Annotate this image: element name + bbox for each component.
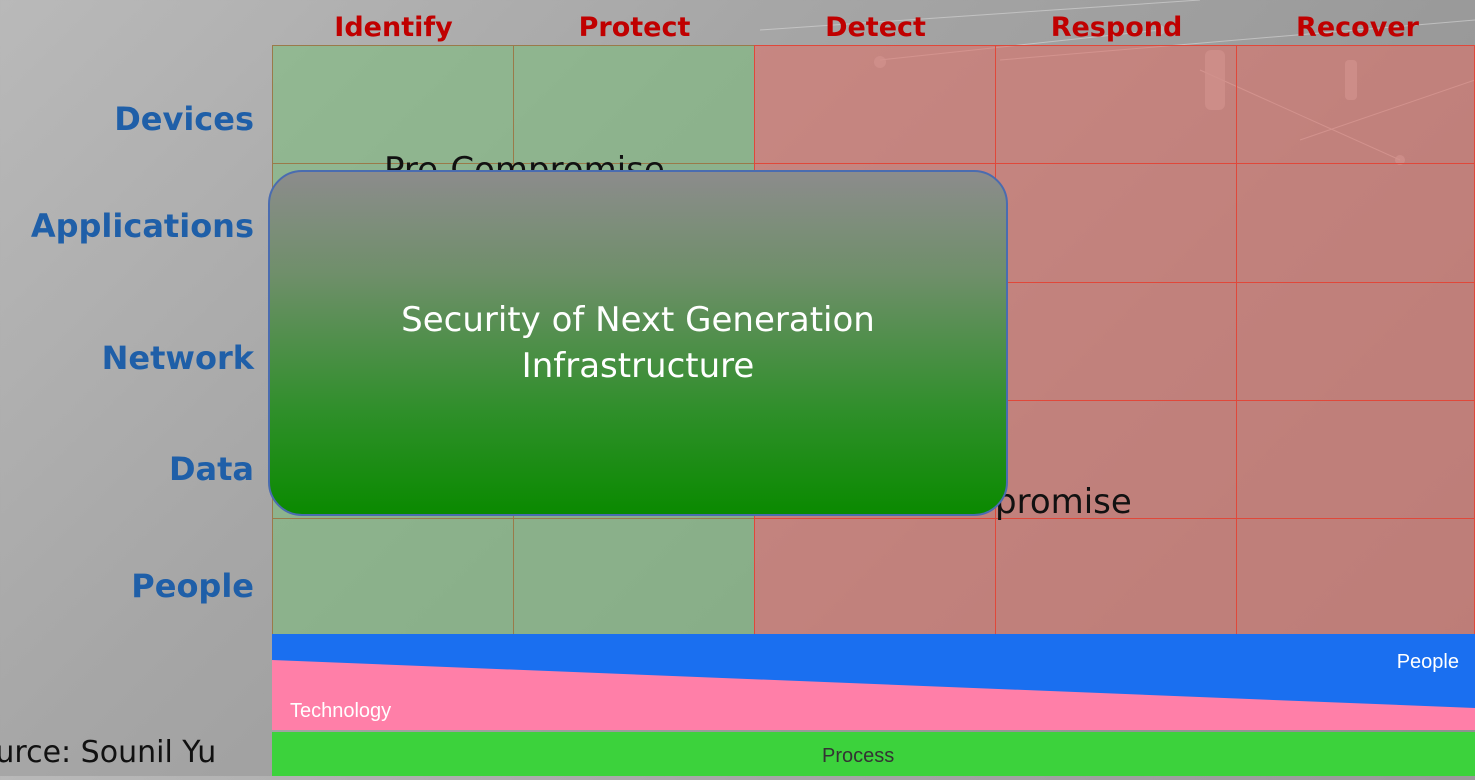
matrix-cell [1236, 163, 1475, 283]
bottom-bands: People Technology Process [272, 634, 1475, 776]
column-header-identify: Identify [334, 12, 453, 43]
process-band-label: Process [822, 745, 895, 767]
row-label-data: Data [168, 450, 254, 488]
technology-band-label: Technology [290, 700, 392, 722]
row-label-applications: Applications [30, 207, 254, 245]
column-header-detect: Detect [825, 12, 926, 43]
matrix-cell [1236, 400, 1475, 519]
column-header-recover: Recover [1296, 12, 1419, 43]
matrix-cell [272, 518, 514, 635]
matrix-cell [1236, 282, 1475, 401]
overlay-text: Security of Next Generation Infrastructu… [401, 300, 875, 386]
people-band-label: People [1396, 651, 1459, 673]
matrix-cell [1236, 518, 1475, 635]
post-compromise-label: promise [995, 482, 1132, 522]
matrix-cell [754, 45, 996, 164]
matrix-cell [995, 518, 1237, 635]
matrix-cell [1236, 45, 1475, 164]
source-caption: Source: Sounil Yu [0, 730, 268, 776]
column-header-protect: Protect [578, 12, 691, 43]
bands-graphic [272, 634, 1475, 776]
matrix-cell [754, 518, 996, 635]
security-overlay-box: Security of Next Generation Infrastructu… [268, 170, 1008, 516]
column-header-respond: Respond [1050, 12, 1183, 43]
row-label-devices: Devices [114, 100, 254, 138]
matrix-cell [513, 45, 755, 164]
matrix-cell [995, 163, 1237, 283]
technology-band [272, 660, 1475, 730]
source-text: Source: Sounil Yu [0, 735, 217, 770]
matrix-cell [995, 282, 1237, 401]
matrix-cell [272, 45, 514, 164]
matrix-cell [513, 518, 755, 635]
process-band [272, 732, 1475, 776]
matrix-cell [995, 45, 1237, 164]
row-label-network: Network [101, 339, 254, 377]
row-label-people: People [131, 567, 254, 605]
